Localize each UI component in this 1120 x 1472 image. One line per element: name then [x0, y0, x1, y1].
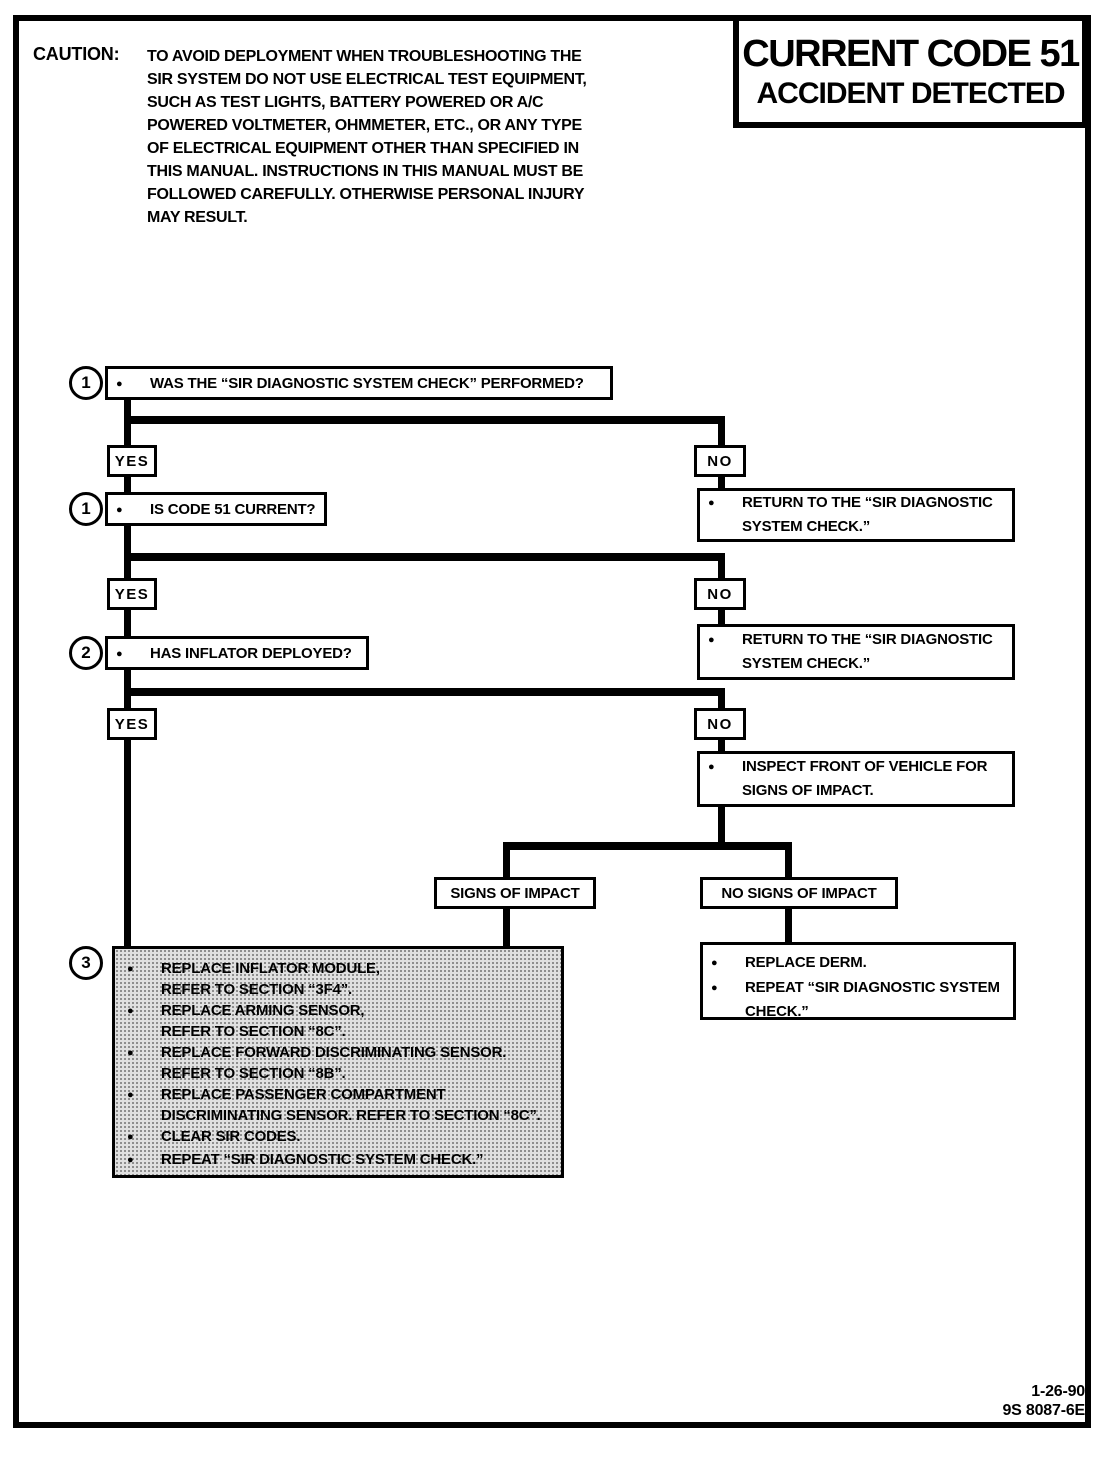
connector-line	[124, 738, 131, 948]
connector-line	[718, 738, 725, 753]
action-item: CLEAR SIR CODES.	[161, 1128, 301, 1145]
return-text: RETURN TO THE “SIR DIAGNOSTIC SYSTEM CHE…	[742, 631, 993, 672]
step-circle-3: 2	[69, 636, 103, 670]
derm-item: REPLACE DERM.	[745, 954, 867, 971]
connector-line	[785, 848, 792, 879]
connector-line	[503, 907, 510, 948]
question-text: IS CODE 51 CURRENT?	[150, 500, 316, 518]
derm-box: REPLACE DERM. REPEAT “SIR DIAGNOSTIC SYS…	[700, 942, 1016, 1020]
connector-line	[124, 416, 725, 424]
connector-line	[718, 420, 725, 447]
no-label: NO	[707, 452, 733, 470]
yes-box-1: YES	[107, 445, 157, 477]
step-circle-1: 1	[69, 366, 103, 400]
action-item: REPEAT “SIR DIAGNOSTIC SYSTEM CHECK.”	[161, 1151, 484, 1168]
page-title: CURRENT CODE 51	[742, 32, 1080, 75]
connector-line	[785, 907, 792, 944]
connector-line	[718, 475, 725, 490]
bullet-icon	[108, 501, 150, 518]
page-border	[13, 15, 1091, 1428]
no-box-1: NO	[694, 445, 746, 477]
bullet-icon	[119, 1084, 161, 1107]
step-circle-4: 3	[69, 946, 103, 980]
return-text: RETURN TO THE “SIR DIAGNOSTIC SYSTEM CHE…	[742, 494, 993, 535]
connector-line	[718, 608, 725, 626]
step-number: 1	[81, 373, 91, 392]
yes-box-2: YES	[107, 578, 157, 610]
no-box-2: NO	[694, 578, 746, 610]
bullet-icon	[119, 1126, 161, 1149]
yes-label: YES	[114, 452, 150, 470]
bullet-icon	[700, 628, 742, 653]
bullet-icon	[119, 1149, 161, 1172]
page-subtitle: ACCIDENT DETECTED	[756, 76, 1065, 110]
no-label: NO	[707, 715, 733, 733]
connector-line	[124, 553, 725, 561]
caution-text: TO AVOID DEPLOYMENT WHEN TROUBLESHOOTING…	[147, 48, 587, 226]
question-box-1: WAS THE “SIR DIAGNOSTIC SYSTEM CHECK” PE…	[105, 366, 613, 400]
action-box: REPLACE INFLATOR MODULE, REFER TO SECTIO…	[112, 946, 564, 1178]
question-box-3: HAS INFLATOR DEPLOYED?	[105, 636, 369, 670]
bullet-icon	[119, 1042, 161, 1065]
footer-doc-info: 1-26-90 9S 8087-6E	[885, 1382, 1085, 1420]
action-item: REPLACE FORWARD DISCRIMINATING SENSOR. R…	[161, 1044, 507, 1082]
step-number: 2	[81, 643, 91, 662]
action-item: REPLACE INFLATOR MODULE, REFER TO SECTIO…	[161, 960, 380, 998]
connector-line	[124, 475, 131, 494]
yes-box-3: YES	[107, 708, 157, 740]
connector-line	[124, 524, 131, 580]
step-number: 1	[81, 499, 91, 518]
title-box: CURRENT CODE 51 ACCIDENT DETECTED	[733, 15, 1088, 128]
bullet-icon	[703, 976, 745, 1001]
bullet-icon	[108, 645, 150, 662]
inspect-text: INSPECT FRONT OF VEHICLE FOR SIGNS OF IM…	[742, 758, 988, 799]
question-text: WAS THE “SIR DIAGNOSTIC SYSTEM CHECK” PE…	[150, 374, 584, 392]
bullet-icon	[119, 958, 161, 981]
question-text: HAS INFLATOR DEPLOYED?	[150, 644, 352, 662]
inspect-box: INSPECT FRONT OF VEHICLE FOR SIGNS OF IM…	[697, 751, 1015, 807]
derm-item: REPEAT “SIR DIAGNOSTIC SYSTEM CHECK.”	[745, 979, 1000, 1020]
bullet-icon	[700, 491, 742, 516]
caution-label: CAUTION:	[33, 44, 120, 64]
connector-line	[718, 692, 725, 710]
connector-line	[124, 608, 131, 638]
yes-label: YES	[114, 715, 150, 733]
return-box-2: RETURN TO THE “SIR DIAGNOSTIC SYSTEM CHE…	[697, 624, 1015, 680]
connector-line	[718, 557, 725, 580]
no-signs-of-impact-box: NO SIGNS OF IMPACT	[700, 877, 898, 909]
connector-line	[503, 848, 510, 879]
bullet-icon	[703, 951, 745, 976]
no-label: NO	[707, 585, 733, 603]
action-item: REPLACE PASSENGER COMPARTMENT DISCRIMINA…	[161, 1086, 541, 1124]
signs-label: SIGNS OF IMPACT	[450, 884, 580, 902]
return-box-1: RETURN TO THE “SIR DIAGNOSTIC SYSTEM CHE…	[697, 488, 1015, 542]
question-box-2: IS CODE 51 CURRENT?	[105, 492, 327, 526]
signs-of-impact-box: SIGNS OF IMPACT	[434, 877, 596, 909]
footer-doc-number: 9S 8087-6E	[1002, 1402, 1085, 1419]
bullet-icon	[700, 755, 742, 780]
no-box-3: NO	[694, 708, 746, 740]
step-circle-2: 1	[69, 492, 103, 526]
bullet-icon	[119, 1000, 161, 1023]
connector-line	[124, 688, 725, 696]
connector-line	[503, 842, 792, 850]
footer-date: 1-26-90	[1031, 1383, 1085, 1400]
step-number: 3	[81, 953, 91, 972]
yes-label: YES	[114, 585, 150, 603]
bullet-icon	[108, 375, 150, 392]
connector-line	[718, 805, 725, 846]
no-signs-label: NO SIGNS OF IMPACT	[721, 884, 877, 902]
action-item: REPLACE ARMING SENSOR, REFER TO SECTION …	[161, 1002, 365, 1040]
